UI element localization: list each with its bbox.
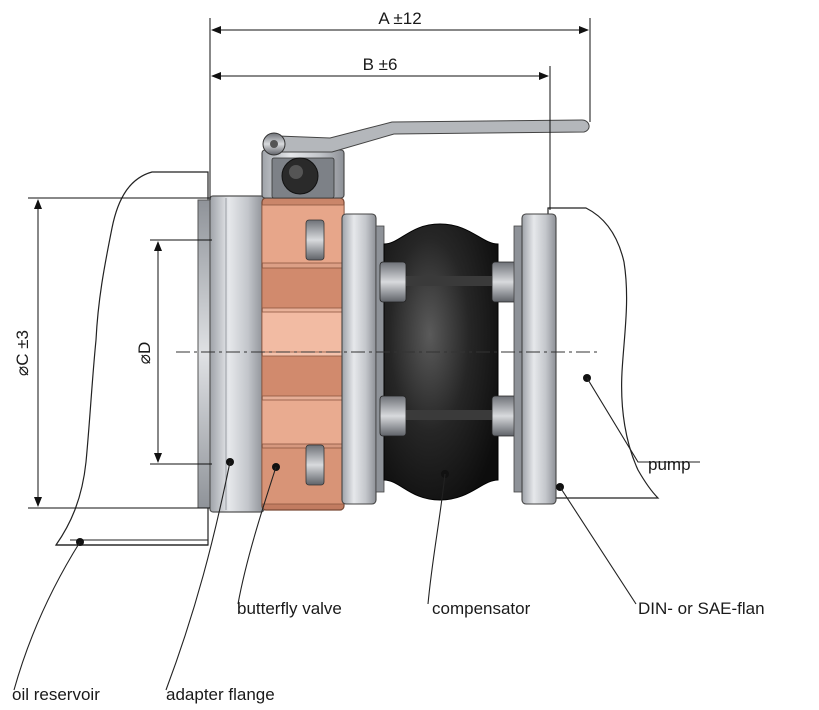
adapter-flange xyxy=(197,195,265,513)
dimension-c: ⌀C ±3 xyxy=(13,197,210,509)
dimension-d-label: ⌀D xyxy=(135,342,154,365)
leader-oil-reservoir xyxy=(13,538,84,691)
dimension-a: A ±12 xyxy=(209,9,591,200)
dimension-b-label: B ±6 xyxy=(363,55,398,74)
compensator xyxy=(379,223,519,501)
dimension-a-label: A ±12 xyxy=(378,9,421,28)
leader-flange xyxy=(556,483,637,605)
label-pump: pump xyxy=(648,455,691,474)
pump xyxy=(547,207,660,499)
label-oil-reservoir: oil reservoir xyxy=(12,685,100,704)
butterfly-valve xyxy=(261,149,345,511)
oil-reservoir xyxy=(54,171,209,546)
dimension-b: B ±6 xyxy=(211,55,551,210)
label-compensator: compensator xyxy=(432,599,531,618)
leader-butterfly-valve xyxy=(237,463,280,605)
valve-handle xyxy=(262,119,590,156)
leader-compensator xyxy=(427,470,449,605)
label-adapter-flange: adapter flange xyxy=(166,685,275,704)
leader-adapter-flange xyxy=(165,458,234,691)
dimension-c-label: ⌀C ±3 xyxy=(13,330,32,376)
label-butterfly-valve: butterfly valve xyxy=(237,599,342,618)
compensator-flange-left xyxy=(341,213,385,505)
dimension-d: ⌀D xyxy=(135,239,212,465)
leader-pump xyxy=(583,374,700,463)
label-din-sae-flange: DIN- or SAE-flan xyxy=(638,599,765,618)
compensator-bolts xyxy=(379,261,519,437)
din-sae-flange xyxy=(513,213,557,505)
